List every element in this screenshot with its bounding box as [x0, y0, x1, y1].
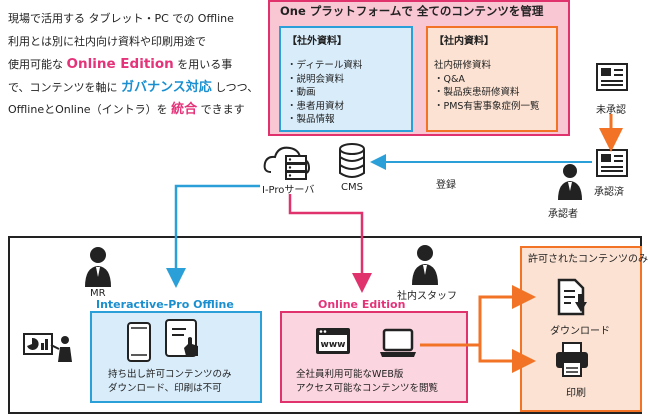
intro-line-4: で、コンテンツを軸に ガバナンス対応 しつつ、	[8, 79, 259, 95]
permitted-contents-box	[520, 246, 642, 412]
tablet-icon	[165, 319, 198, 357]
register-label: 登録	[436, 180, 456, 191]
download-icon	[557, 278, 587, 316]
governance-highlight: ガバナンス対応	[121, 79, 212, 95]
list-item: ・説明会資料	[287, 73, 345, 85]
online-to-print-arrow	[478, 345, 536, 373]
offline-description: 持ち出し許可コンテンツのみ ダウンロード、印刷は不可	[108, 368, 232, 396]
intro-line-5: OfflineとOnline（イントラ）を 統合 できます	[8, 102, 245, 117]
offline-distribution-arrow	[166, 184, 260, 288]
list-item: ・Q&A	[434, 73, 465, 85]
list-item: ・PMS有害事象症例一覧	[434, 100, 540, 112]
intro-line-1: 現場で活用する タブレット・PC での Offline	[8, 12, 234, 25]
online-edition-highlight: Online Edition	[66, 56, 174, 72]
approver-person-icon	[558, 164, 582, 200]
approved-label: 承認済	[594, 187, 624, 198]
download-label: ダウンロード	[550, 326, 610, 337]
www-text: www	[321, 340, 346, 350]
list-item: ・製品疾患研修資料	[434, 87, 520, 99]
laptop-icon	[380, 328, 416, 357]
list-item: 社内研修資料	[434, 60, 492, 71]
mr-person-icon	[85, 247, 111, 287]
integration-highlight: 統合	[171, 102, 198, 117]
smartphone-icon	[127, 322, 151, 362]
internal-heading: 【社内資料】	[434, 36, 494, 47]
staff-person-icon	[412, 245, 438, 285]
external-list: ・ディテール資料 ・説明会資料 ・動画 ・患者用資材 ・製品情報	[287, 59, 362, 127]
www-browser-icon: www	[316, 328, 350, 354]
unapproved-label: 未承認	[596, 105, 626, 116]
print-label: 印刷	[566, 388, 586, 399]
external-heading: 【社外資料】	[287, 36, 347, 47]
cms-database-icon	[339, 143, 365, 178]
offline-desc-line-2: ダウンロード、印刷は不可	[108, 383, 222, 394]
intro-line-2: 利用とは別に社内向け資料や印刷用途で	[8, 34, 206, 48]
online-distribution-arrow	[288, 194, 372, 293]
presenter-icon	[23, 333, 72, 362]
online-edition-box	[280, 311, 468, 403]
staff-label: 社内スタッフ	[397, 291, 457, 302]
approver-label: 承認者	[548, 209, 578, 220]
internal-list: 社内研修資料 ・Q&A ・製品疾患研修資料 ・PMS有害事象症例一覧	[434, 59, 539, 113]
server-label: I-Proサーバ	[262, 185, 315, 196]
list-item: ・ディテール資料	[287, 60, 363, 71]
online-to-download-arrow	[420, 285, 536, 347]
server-icon	[263, 146, 311, 180]
interactive-pro-offline-title: Interactive-Pro Offline	[96, 298, 234, 311]
platform-title: One プラットフォームで 全てのコンテンツを管理	[280, 4, 544, 18]
list-item: ・動画	[287, 87, 316, 99]
internal-materials-box: 【社内資料】 社内研修資料 ・Q&A ・製品疾患研修資料 ・PMS有害事象症例一…	[426, 26, 558, 132]
printer-icon	[556, 342, 588, 377]
approved-document-icon	[596, 149, 628, 177]
offline-desc-line-1: 持ち出し許可コンテンツのみ	[108, 369, 232, 380]
cms-label: CMS	[341, 182, 363, 193]
online-edition-title: Online Edition	[318, 298, 406, 311]
intro-line-3: 使用可能な Online Edition を用いる事	[8, 56, 233, 72]
online-desc-line-1: 全社員利用可能なWEB版	[296, 369, 404, 380]
permitted-contents-title: 許可されたコンテンツのみ	[528, 254, 648, 265]
intro-text: 現場で活用する タブレット・PC での Offline 利用とは別に社内向け資料…	[8, 8, 270, 122]
list-item: ・製品情報	[287, 114, 335, 126]
list-item: ・患者用資材	[287, 100, 345, 112]
mr-label: MR	[90, 288, 106, 299]
external-materials-box: 【社外資料】 ・ディテール資料 ・説明会資料 ・動画 ・患者用資材 ・製品情報	[279, 26, 413, 132]
online-description: 全社員利用可能なWEB版 アクセス可能なコンテンツを閲覧	[296, 368, 438, 396]
online-desc-line-2: アクセス可能なコンテンツを閲覧	[296, 383, 439, 394]
unapproved-document-icon	[596, 63, 628, 91]
